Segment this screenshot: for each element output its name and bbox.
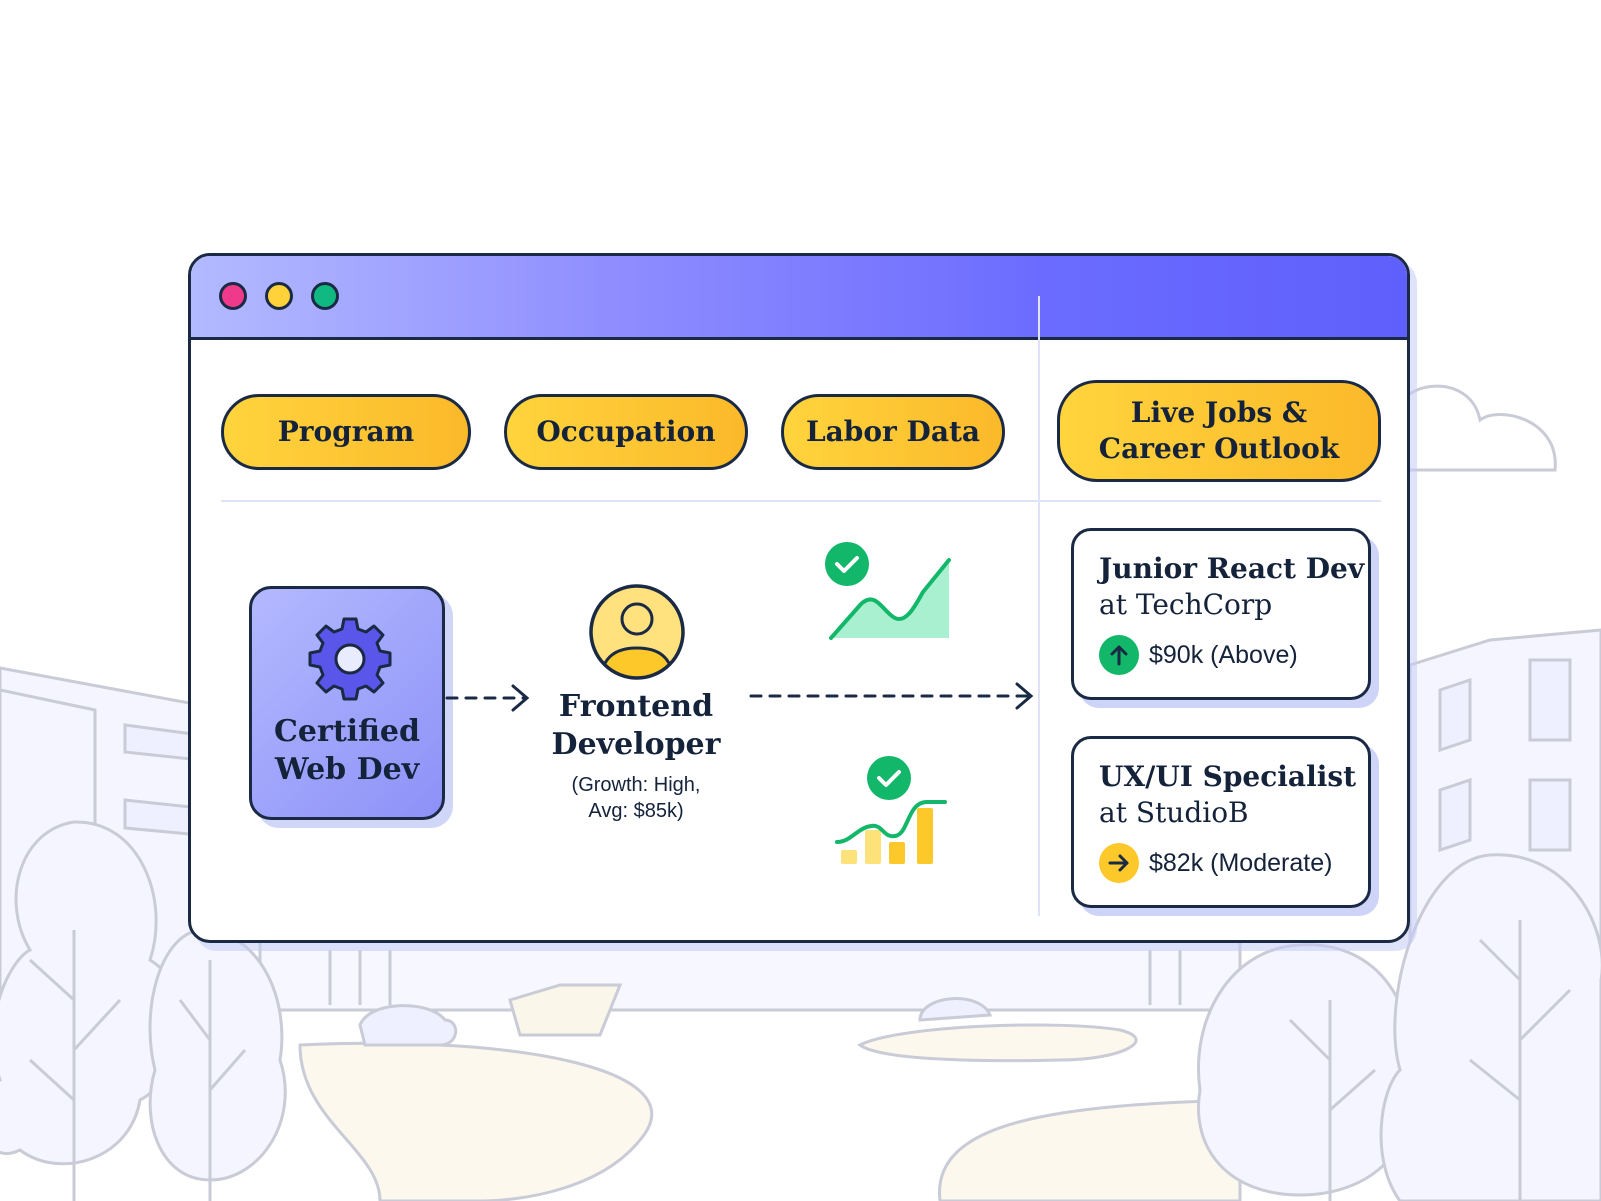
flow-connectors bbox=[445, 682, 1034, 712]
live-jobs-header-line2: Career Outlook bbox=[1098, 432, 1340, 465]
job-title: UX/UI Specialist bbox=[1099, 760, 1357, 793]
occupation-title: Frontend Developer bbox=[551, 689, 721, 762]
bar-line-chart-icon bbox=[835, 756, 947, 864]
job-salary: $82k (Moderate) bbox=[1149, 848, 1333, 877]
check-circle-icon bbox=[825, 542, 869, 586]
occupation-header-label: Occupation bbox=[536, 415, 716, 448]
job-card[interactable]: UX/UI Specialist at StudioB $82k (Modera… bbox=[1071, 736, 1371, 908]
labor-data-header-label: Labor Data bbox=[805, 415, 981, 448]
job-card[interactable]: Junior React Dev at TechCorp $90k (Above… bbox=[1071, 528, 1371, 700]
check-circle-icon bbox=[867, 756, 911, 800]
job-salary: $90k (Above) bbox=[1149, 640, 1298, 669]
program-label: Certified Web Dev bbox=[274, 714, 420, 787]
job-salary-row: $90k (Above) bbox=[1099, 635, 1298, 675]
occupation-details: (Growth: High, Avg: $85k) bbox=[571, 774, 701, 822]
minimize-window-dot[interactable] bbox=[265, 282, 293, 310]
title-bar bbox=[191, 256, 1407, 340]
labor-data-header-pill[interactable]: Labor Data bbox=[781, 394, 1005, 470]
job-company: at TechCorp bbox=[1099, 588, 1273, 621]
arrow-right-icon bbox=[1099, 843, 1139, 883]
header-divider bbox=[221, 500, 1381, 502]
program-card[interactable]: Certified Web Dev bbox=[249, 586, 445, 820]
job-title: Junior React Dev bbox=[1099, 552, 1365, 585]
occupation-header-pill[interactable]: Occupation bbox=[504, 394, 748, 470]
arrow-up-icon bbox=[1099, 635, 1139, 675]
growth-area-chart-icon bbox=[825, 542, 951, 640]
maximize-window-dot[interactable] bbox=[311, 282, 339, 310]
person-avatar-icon bbox=[589, 584, 685, 680]
app-window: Program Occupation Labor Data Live Jobs … bbox=[188, 253, 1410, 943]
program-header-pill[interactable]: Program bbox=[221, 394, 471, 470]
job-salary-row: $82k (Moderate) bbox=[1099, 843, 1332, 883]
program-header-label: Program bbox=[277, 415, 415, 448]
gear-icon bbox=[308, 617, 392, 701]
live-jobs-header-pill[interactable]: Live Jobs & Career Outlook bbox=[1057, 380, 1381, 482]
column-divider bbox=[1038, 296, 1040, 916]
close-window-dot[interactable] bbox=[219, 282, 247, 310]
job-company: at StudioB bbox=[1099, 796, 1249, 829]
live-jobs-header-line1: Live Jobs & bbox=[1130, 396, 1308, 429]
